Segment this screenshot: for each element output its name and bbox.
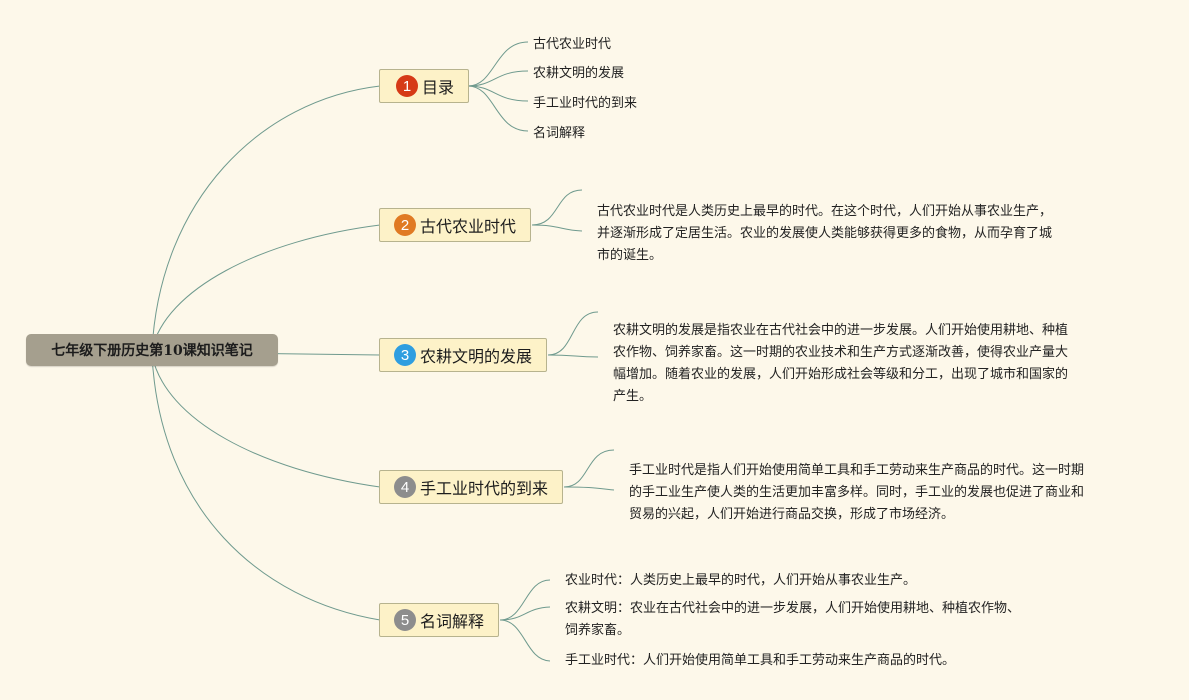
note-line: 产生。 <box>613 389 653 404</box>
branch-label: 手工业时代的到来 <box>420 479 549 498</box>
note-handicraft-era[interactable]: 手工业时代是指人们开始使用简单工具和手工劳动来生产商品的时代。这一时期 的手工业… <box>629 460 1084 526</box>
note-line: 农业时代：人类历史上最早的时代，人们开始从事农业生产。 <box>565 573 917 588</box>
note-line: 饲养家畜。 <box>565 623 631 638</box>
note-line: 手工业时代是指人们开始使用简单工具和手工劳动来生产商品的时代。这一时期 <box>629 463 1085 478</box>
toc-item[interactable]: 古代农业时代 <box>533 37 612 52</box>
note-line: 并逐渐形成了定居生活。农业的发展使人类能够获得更多的食物，从而孕育了城 <box>597 226 1053 241</box>
root-topic[interactable]: 七年级下册历史第10课知识笔记 <box>26 334 278 366</box>
note-line: 农耕文明：农业在古代社会中的进一步发展，人们开始使用耕地、种植农作物、 <box>565 601 1021 616</box>
note-farming-civilization[interactable]: 农耕文明的发展是指农业在古代社会中的进一步发展。人们开始使用耕地、种植 农作物、… <box>613 320 1068 408</box>
branch-glossary[interactable]: 5 名词解释 <box>379 603 500 637</box>
note-line: 农作物、饲养家畜。这一时期的农业技术和生产方式逐渐改善，使得农业产量大 <box>613 345 1069 360</box>
note-line: 的手工业生产使人类的生活更加丰富多样。同时，手工业的发展也促进了商业和 <box>629 485 1085 500</box>
branch-label: 名词解释 <box>420 612 485 631</box>
note-ancient-agriculture[interactable]: 古代农业时代是人类历史上最早的时代。在这个时代，人们开始从事农业生产， 并逐渐形… <box>597 201 1052 267</box>
number-4-icon: 4 <box>394 476 416 498</box>
branch-label: 目录 <box>422 78 455 97</box>
branch-label: 古代农业时代 <box>420 217 517 236</box>
note-line: 古代农业时代是人类历史上最早的时代。在这个时代，人们开始从事农业生产， <box>597 204 1053 219</box>
number-5-icon: 5 <box>394 609 416 631</box>
number-2-icon: 2 <box>394 214 416 236</box>
branch-label: 农耕文明的发展 <box>420 347 533 366</box>
note-line: 幅增加。随着农业的发展，人们开始形成社会等级和分工，出现了城市和国家的 <box>613 367 1069 382</box>
toc-item[interactable]: 手工业时代的到来 <box>533 96 638 111</box>
note-line: 农耕文明的发展是指农业在古代社会中的进一步发展。人们开始使用耕地、种植 <box>613 323 1069 338</box>
branch-farming-civilization[interactable]: 3 农耕文明的发展 <box>379 338 548 372</box>
number-1-icon: 1 <box>396 75 418 97</box>
note-line: 手工业时代：人们开始使用简单工具和手工劳动来生产商品的时代。 <box>565 653 956 668</box>
branch-handicraft-era[interactable]: 4 手工业时代的到来 <box>379 470 564 504</box>
root-topic-label: 七年级下册历史第10课知识笔记 <box>51 343 253 359</box>
branch-ancient-agriculture[interactable]: 2 古代农业时代 <box>379 208 532 242</box>
note-line: 市的诞生。 <box>597 248 663 263</box>
number-3-icon: 3 <box>394 344 416 366</box>
toc-item[interactable]: 名词解释 <box>533 126 586 141</box>
toc-item[interactable]: 农耕文明的发展 <box>533 66 625 81</box>
glossary-term[interactable]: 农业时代：人类历史上最早的时代，人们开始从事农业生产。 <box>565 570 916 592</box>
glossary-term[interactable]: 手工业时代：人们开始使用简单工具和手工劳动来生产商品的时代。 <box>565 650 955 672</box>
glossary-term[interactable]: 农耕文明：农业在古代社会中的进一步发展，人们开始使用耕地、种植农作物、 饲养家畜… <box>565 598 1020 642</box>
note-line: 贸易的兴起，人们开始进行商品交换，形成了市场经济。 <box>629 507 955 522</box>
branch-toc[interactable]: 1 目录 <box>379 69 470 103</box>
